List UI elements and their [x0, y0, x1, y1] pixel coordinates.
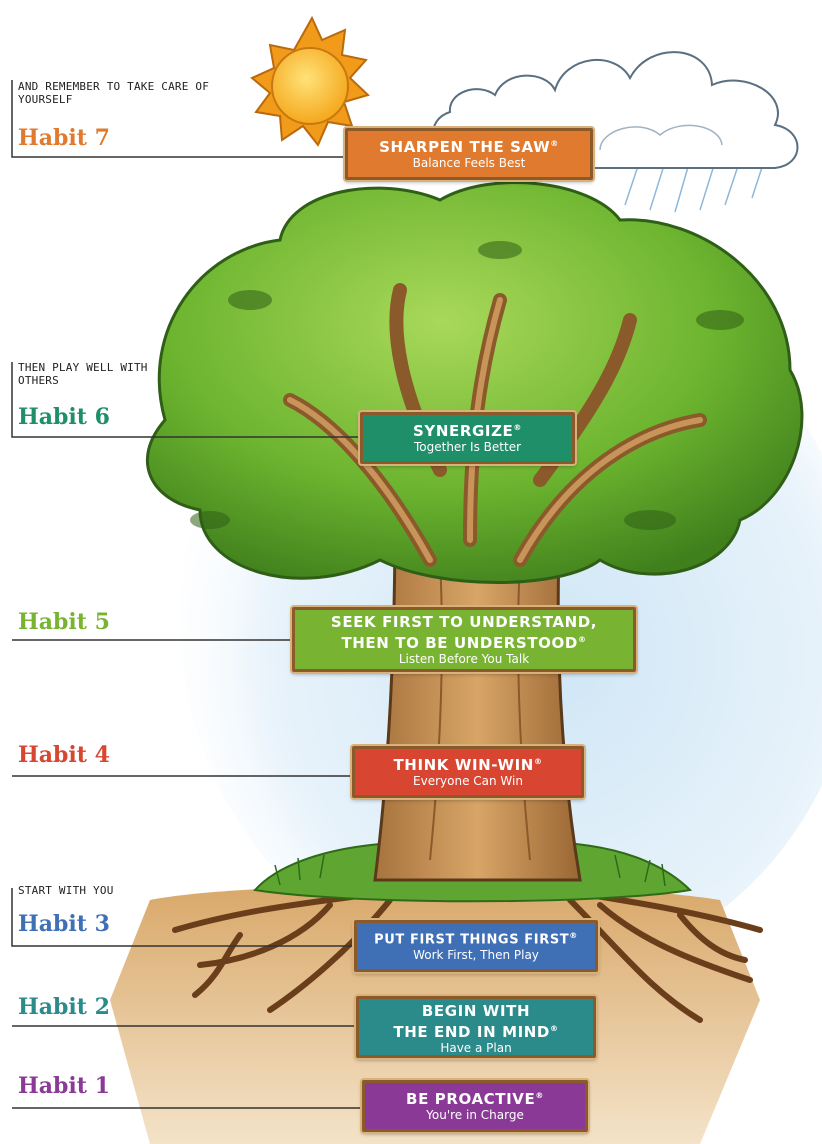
habit-7-sign: SHARPEN THE SAW® Balance Feels Best [345, 128, 593, 180]
habit-2-label: Habit 2 [18, 994, 110, 1020]
habit-7-title: SHARPEN THE SAW® [379, 138, 559, 156]
habit-5-title-line-2: THEN TO BE UNDERSTOOD® [341, 634, 587, 652]
habit-4-sign: THINK WIN-WIN® Everyone Can Win [352, 746, 584, 798]
habit-5-title-line-1: SEEK FIRST TO UNDERSTAND, [330, 613, 598, 631]
habit-4-subtitle: Everyone Can Win [413, 774, 523, 788]
connector-lines [11, 80, 362, 1109]
habit-4-title: THINK WIN-WIN® [393, 756, 543, 774]
habit-3-title: PUT FIRST THINGS FIRST® [374, 931, 578, 948]
habit-1-label: Habit 1 [18, 1073, 110, 1099]
habit-2-sign: BEGIN WITH THE END IN MIND® Have a Plan [356, 996, 596, 1058]
section-note-start: START WITH YOU [18, 884, 114, 897]
habit-4-label: Habit 4 [18, 742, 110, 768]
section-note-self-care: AND REMEMBER TO TAKE CARE OF YOURSELF [18, 80, 210, 106]
habit-6-sign: SYNERGIZE® Together Is Better [360, 412, 575, 464]
habit-7-subtitle: Balance Feels Best [412, 156, 526, 170]
habit-6-subtitle: Together Is Better [413, 440, 522, 454]
habit-6-title: SYNERGIZE® [412, 422, 523, 440]
habit-2-title-line-1: BEGIN WITH [421, 1002, 531, 1020]
section-note-others: THEN PLAY WELL WITH OTHERS [18, 361, 148, 387]
habit-5-sign: SEEK FIRST TO UNDERSTAND, THEN TO BE UND… [292, 607, 636, 672]
habit-5-subtitle: Listen Before You Talk [398, 652, 530, 666]
habit-5-label: Habit 5 [18, 609, 110, 635]
habit-1-subtitle: You're in Charge [426, 1108, 524, 1122]
habit-1-title: BE PROACTIVE® [406, 1090, 544, 1108]
habit-2-title-line-2: THE END IN MIND® [393, 1023, 559, 1041]
habit-6-label: Habit 6 [18, 404, 110, 430]
habit-3-sign: PUT FIRST THINGS FIRST® Work First, Then… [354, 920, 598, 972]
tree-icon [146, 181, 804, 584]
sun-icon [250, 15, 370, 147]
habit-2-subtitle: Have a Plan [440, 1041, 512, 1055]
habit-7-label: Habit 7 [18, 125, 110, 151]
habit-1-sign: BE PROACTIVE® You're in Charge [362, 1080, 588, 1132]
habit-3-subtitle: Work First, Then Play [413, 948, 539, 963]
habit-3-label: Habit 3 [18, 911, 110, 937]
